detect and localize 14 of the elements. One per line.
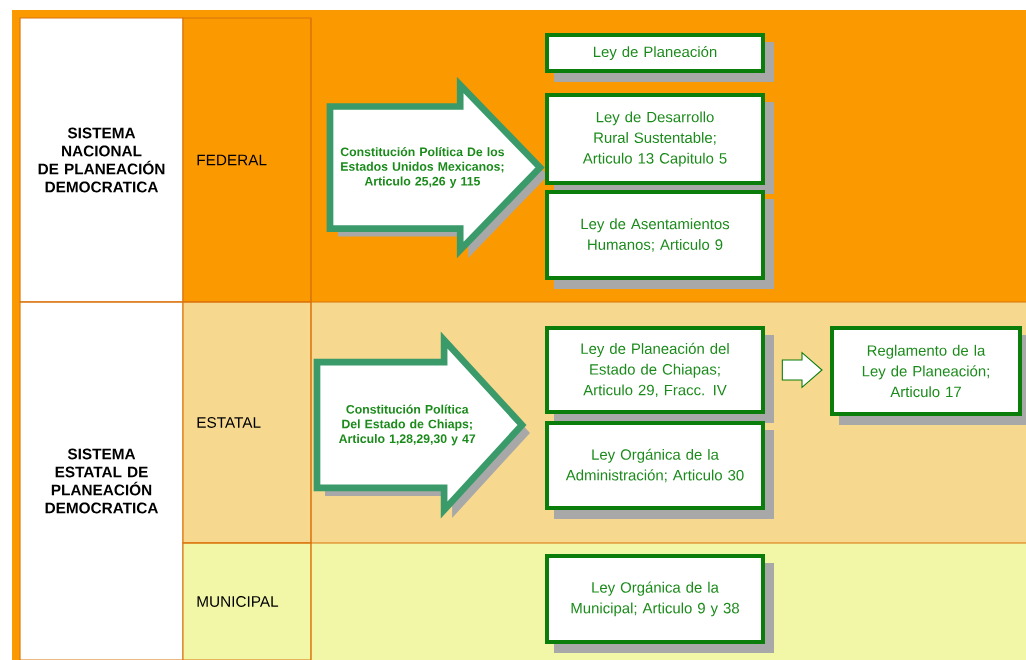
system-cell: SISTEMA ESTATAL DE PLANEACIÓN DEMOCRATICA (19, 301, 184, 660)
law-box: Ley de Desarrollo Rural Sustentable; Articulo 13 Capitulo 5 (545, 93, 774, 194)
law-box: Ley de Planeación (545, 33, 774, 82)
level-cell: FEDERAL (182, 17, 312, 303)
level-cell: ESTATAL (182, 301, 312, 544)
law-box: Ley Orgánica de la Administración; Articulo 30 (545, 420, 774, 519)
level-cell: MUNICIPAL (182, 542, 312, 660)
system-cell: SISTEMA NACIONAL DE PLANEACIÓN DEMOCRATICA (19, 17, 184, 303)
law-box: Reglamento de la Ley de Planeación; Articulo 17 (830, 326, 1026, 425)
law-box: Ley de Planeación del Estado de Chiapas; Articulo 29, Fracc. IV (545, 326, 774, 423)
block-arrow-connector (781, 351, 823, 389)
arrow-shaped-box: Constitución Política Del Estado de Chiaps; Articulo 1,28,29,30 y 47 (313, 331, 530, 519)
law-box: Ley de Asentamientos Humanos; Articulo 9 (545, 190, 774, 289)
law-box: Ley Orgánica de la Municipal; Articulo 9 y 38 (545, 554, 774, 653)
